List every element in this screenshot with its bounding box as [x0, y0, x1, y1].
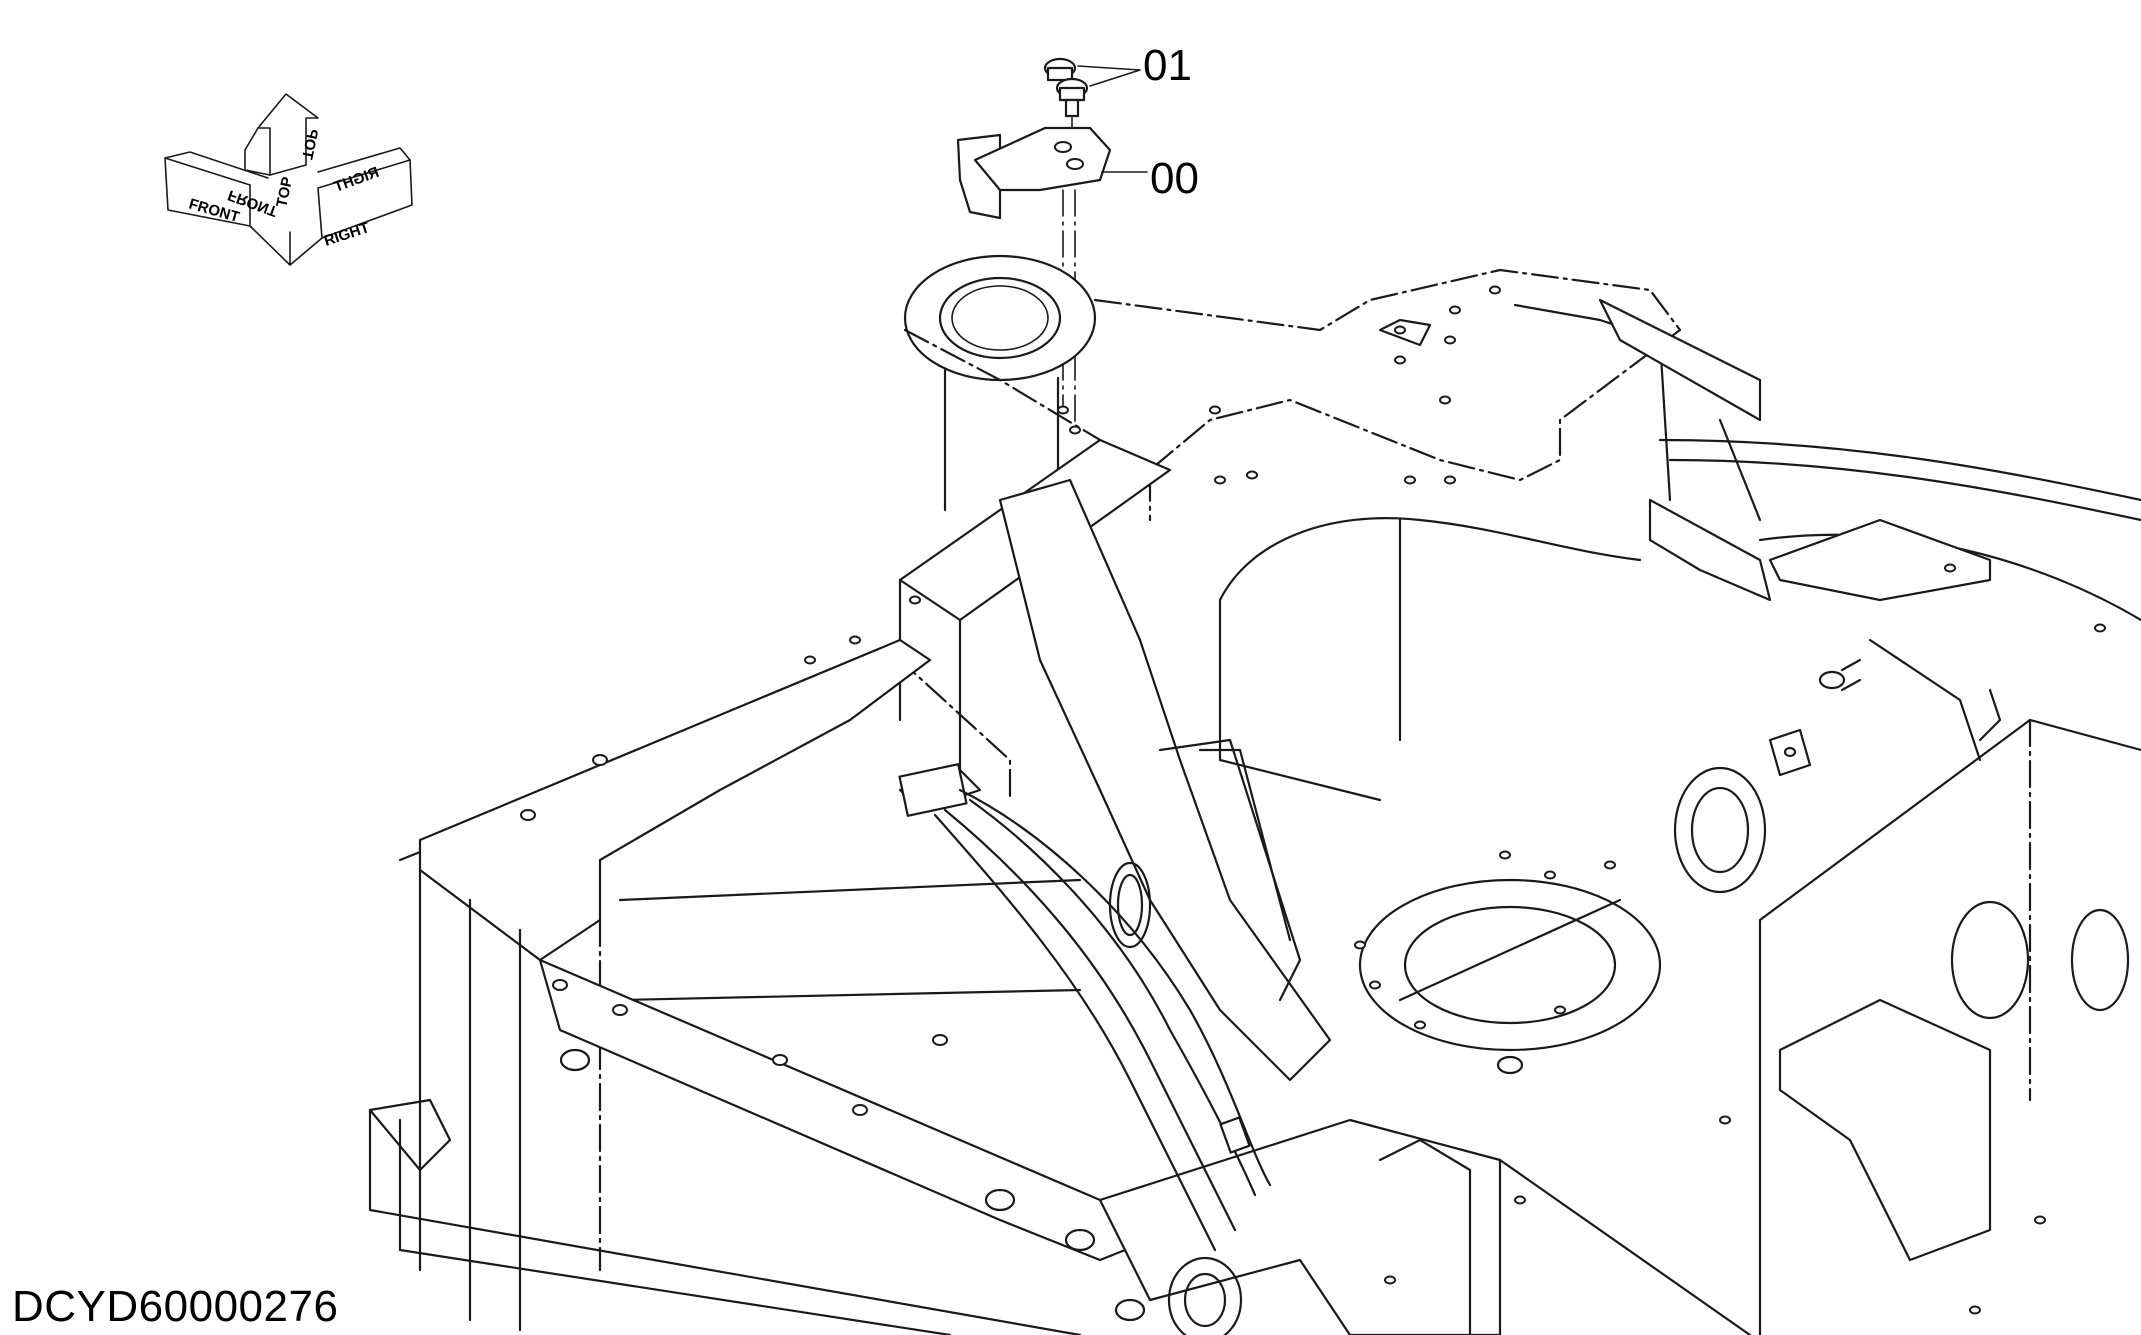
bolt-pair: [1043, 57, 1089, 143]
orientation-right-label: RIGHT: [322, 219, 372, 250]
callout-00: 00: [1101, 154, 1199, 203]
callout-01: 01: [1077, 41, 1192, 90]
orientation-top-mirrored: TOP: [298, 127, 321, 160]
bracket-plate: [956, 126, 1112, 431]
frame-bolts: [559, 658, 1862, 1322]
hoses: [898, 763, 1272, 1252]
callout-label-01: 01: [1143, 41, 1192, 90]
upper-frame: [368, 254, 2141, 1335]
mounting-holes: [520, 285, 2106, 1315]
orientation-right-mirrored: RIGHT: [332, 164, 382, 196]
orientation-indicator: FRONT FRONT TOP TOP RIGHT RIGHT: [164, 93, 413, 266]
document-code: DCYD60000276: [12, 1282, 339, 1331]
callout-label-00: 00: [1150, 154, 1199, 203]
orientation-top-label: TOP: [273, 175, 296, 208]
